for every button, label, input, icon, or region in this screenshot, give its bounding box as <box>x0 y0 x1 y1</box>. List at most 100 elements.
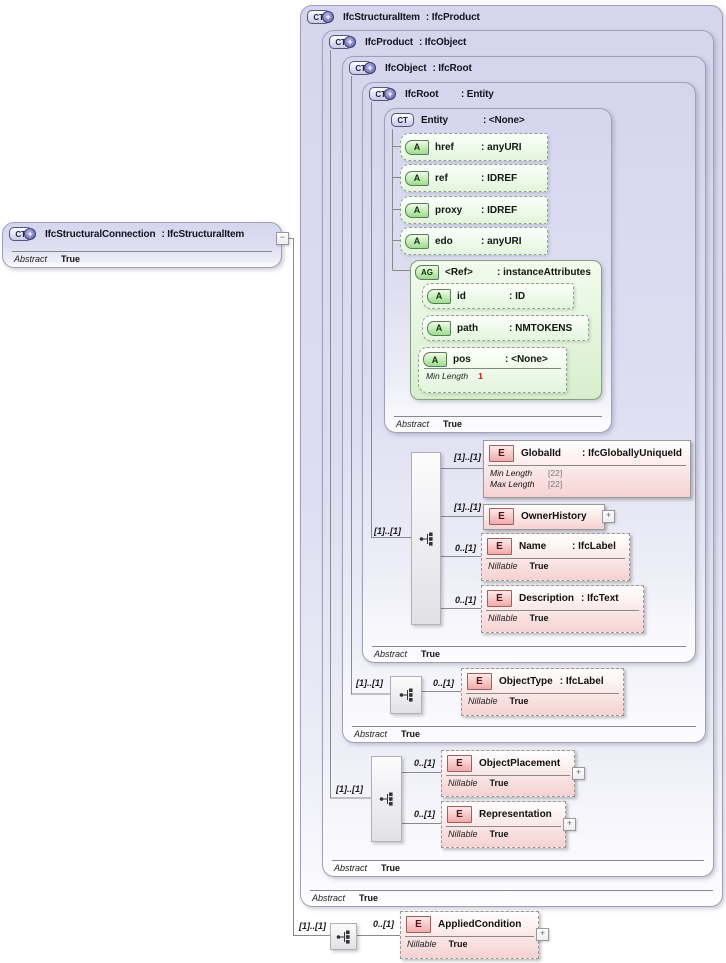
type-name: IfcRoot <box>405 88 439 100</box>
ctbox-header: CT+ IfcRoot : Entity <box>363 83 695 101</box>
cardinality-label: [1]..[1] <box>454 452 481 462</box>
element-type: : IfcGloballyUniqueId <box>582 448 683 459</box>
element-header: E Name : IfcLabel <box>482 534 629 557</box>
expand-icon[interactable]: + <box>563 818 576 831</box>
nillable-row: Nillable True <box>446 775 570 788</box>
attribute-type: : anyURI <box>481 235 522 247</box>
ctbox-header: CT+ IfcObject : IfcRoot <box>343 57 705 75</box>
abstract-row: Abstract True <box>394 416 602 429</box>
element-objecttype[interactable]: E ObjectType : IfcLabel Nillable True <box>461 668 624 716</box>
cardinality-label: [1]..[1] <box>299 921 326 931</box>
expand-icon[interactable]: + <box>536 928 549 941</box>
element-header: E Representation <box>442 802 565 825</box>
facet-value: 1 <box>478 371 483 381</box>
attribute-href: A href : anyURI <box>400 133 548 161</box>
base-type: : IfcObject <box>418 36 467 48</box>
base-type: : IfcStructuralItem <box>161 228 245 240</box>
element-icon: E <box>487 590 512 607</box>
element-representation[interactable]: E Representation Nillable True <box>441 801 566 848</box>
element-name: Representation <box>479 809 552 820</box>
element-globalid[interactable]: E GlobalId : IfcGloballyUniqueId Min Len… <box>483 440 691 498</box>
abstract-row: Abstract True <box>352 726 696 739</box>
attribute-name: pos <box>453 354 471 365</box>
attribute-icon: A <box>427 320 451 336</box>
cardinality-label: [1]..[1] <box>374 526 401 536</box>
collapse-icon[interactable]: − <box>276 232 289 245</box>
expand-ball-icon[interactable]: + <box>322 11 334 23</box>
attribute-icon: A <box>405 233 429 249</box>
cardinality-label: 0..[1] <box>433 678 455 688</box>
group-name: <Ref> <box>445 267 473 278</box>
ctbox-header: CT+ IfcStructuralItem : IfcProduct <box>301 6 722 24</box>
expand-icon[interactable]: + <box>602 510 615 523</box>
base-type: : Entity <box>461 88 494 100</box>
element-header: E OwnerHistory <box>484 505 604 527</box>
element-name: Name <box>519 541 547 552</box>
attribute-icon: A <box>423 352 447 367</box>
base-type: : <None> <box>483 114 525 126</box>
sequence-icon <box>379 792 393 806</box>
attribute-icon: A <box>405 202 429 218</box>
attribute-proxy: A proxy : IDREF <box>400 196 548 224</box>
element-name: ObjectType <box>499 676 553 687</box>
element-appliedcondition[interactable]: E AppliedCondition Nillable True <box>400 911 539 959</box>
ctbox-header: CT+ IfcStructuralConnection : IfcStructu… <box>3 223 281 241</box>
facet-label: Min Length <box>426 371 469 381</box>
element-objectplacement[interactable]: E ObjectPlacement Nillable True <box>441 750 575 797</box>
element-icon: E <box>447 755 472 772</box>
type-name: IfcProduct <box>365 36 413 48</box>
expand-ball-icon[interactable]: + <box>384 88 396 100</box>
sequence-icon <box>336 930 350 944</box>
sequence-group-ifcobject <box>390 676 422 714</box>
cardinality-label: 0..[1] <box>373 919 395 929</box>
attribute-name: id <box>457 290 466 302</box>
element-icon: E <box>406 916 431 933</box>
element-name[interactable]: E Name : IfcLabel Nillable True <box>481 533 630 581</box>
nillable-row: Nillable True <box>446 826 561 839</box>
attribute-type: : anyURI <box>481 141 522 153</box>
cardinality-label: [1]..[1] <box>454 502 481 512</box>
expand-ball-icon[interactable]: + <box>364 62 376 74</box>
attribute-pos-row: A pos : <None> <box>419 348 566 367</box>
element-name: ObjectPlacement <box>479 758 561 769</box>
element-ownerhistory[interactable]: E OwnerHistory <box>483 504 605 530</box>
base-type: : IfcRoot <box>432 62 472 74</box>
type-name: IfcStructuralConnection <box>45 228 156 240</box>
expand-icon[interactable]: + <box>572 767 585 780</box>
facet-list: Min Length [22] Max Length [22] <box>488 465 686 490</box>
attribute-edo: A edo : anyURI <box>400 227 548 255</box>
attribute-group-header: AG <Ref> : instanceAttributes <box>411 261 601 280</box>
element-icon: E <box>487 538 512 555</box>
complextype-plus-icon: CT+ <box>9 227 39 241</box>
expand-ball-icon[interactable]: + <box>24 228 36 240</box>
attribute-id: A id : ID <box>422 283 574 309</box>
element-type: : IfcLabel <box>572 541 616 552</box>
element-icon: E <box>447 806 472 823</box>
attribute-type: : NMTOKENS <box>509 322 573 334</box>
attribute-icon: A <box>405 139 429 155</box>
attribute-icon: A <box>405 170 429 186</box>
ctbox-header: CT Entity : <None> <box>385 109 611 127</box>
element-icon: E <box>467 673 492 690</box>
expand-ball-icon[interactable]: + <box>344 36 356 48</box>
type-name: IfcObject <box>385 62 427 74</box>
complextype-plus-icon: CT+ <box>307 10 337 24</box>
cardinality-label: 0..[1] <box>455 595 477 605</box>
attribute-type: : IDREF <box>481 172 518 184</box>
attribute-name: path <box>457 322 479 334</box>
complextype-icon: CT <box>391 113 415 127</box>
sequence-group-connection <box>330 923 357 950</box>
element-icon: E <box>489 445 514 462</box>
element-header: E ObjectPlacement <box>442 751 574 774</box>
nillable-row: Nillable True <box>486 558 625 571</box>
abstract-row: Abstract True <box>332 860 704 873</box>
base-type: : IfcProduct <box>425 11 480 23</box>
complextype-plus-icon: CT+ <box>329 35 359 49</box>
facet-row: Min Length 1 <box>424 368 561 381</box>
element-description[interactable]: E Description : IfcText Nillable True <box>481 585 644 633</box>
attribute-name: href <box>435 141 454 153</box>
cardinality-label: 0..[1] <box>414 758 436 768</box>
element-header: E GlobalId : IfcGloballyUniqueId <box>484 441 690 464</box>
attribute-name: edo <box>435 235 453 247</box>
